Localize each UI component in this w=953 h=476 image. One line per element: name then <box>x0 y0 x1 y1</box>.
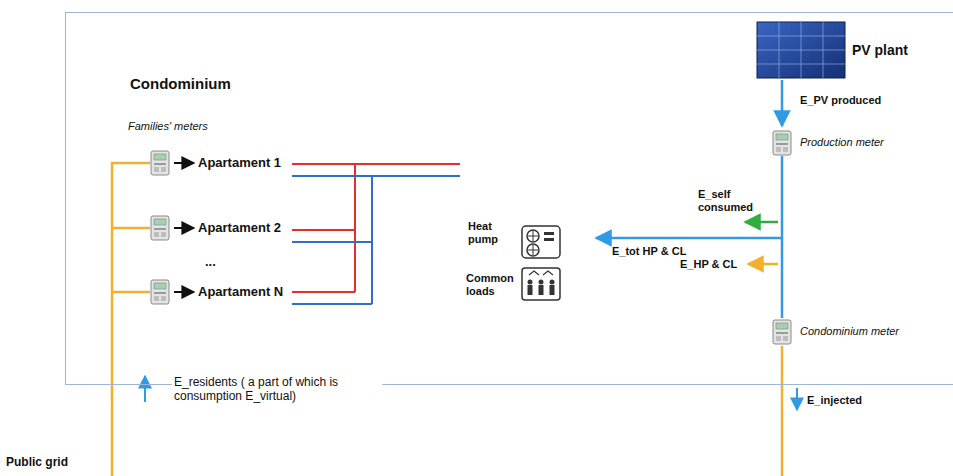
flow-label: E_tot HP & CL <box>612 245 686 258</box>
region-title: Condominium <box>130 75 231 92</box>
apartment-label: Apartament 1 <box>198 155 281 171</box>
apartment-label: Apartament 2 <box>198 220 281 236</box>
apartment-label: Apartament N <box>198 284 283 300</box>
pv-plant-label: PV plant <box>852 42 908 59</box>
flow-label: E_injected <box>807 394 862 407</box>
common-loads-label: Common loads <box>466 272 520 298</box>
flow-label: E_HP & CL <box>680 258 737 271</box>
flow-label: E_residents ( a part of which is consump… <box>172 375 382 404</box>
public-grid-label: Public grid <box>6 455 68 469</box>
meter-label: Families' meters <box>128 120 208 133</box>
ellipsis-label: ... <box>205 254 216 270</box>
meter-label: Production meter <box>800 136 884 149</box>
meter-label: Condominium meter <box>800 325 899 338</box>
flow-label: E_self consumed <box>698 188 760 214</box>
flow-label: E_PV produced <box>800 94 881 107</box>
heat-pump-label: Heat pump <box>468 220 512 246</box>
